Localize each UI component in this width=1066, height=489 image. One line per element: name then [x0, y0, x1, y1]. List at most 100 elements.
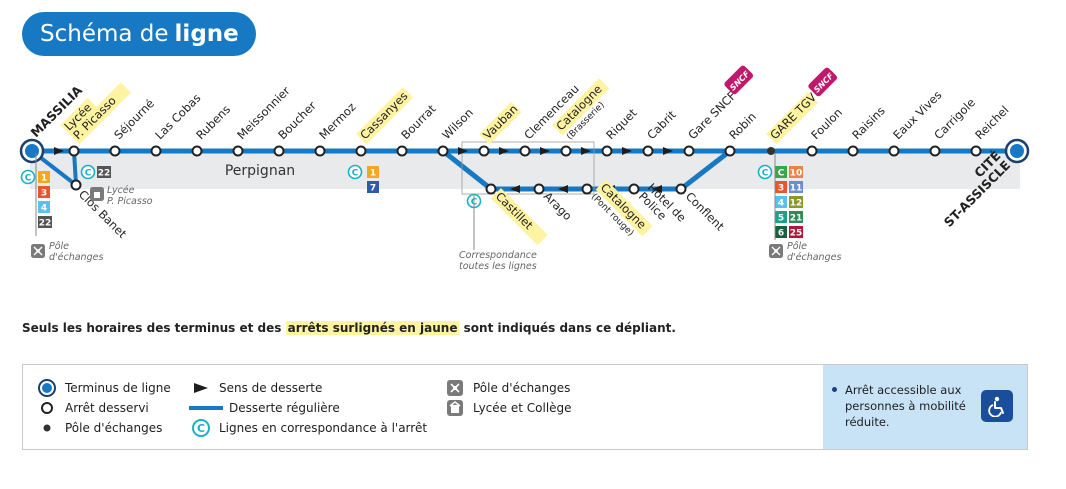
- stop-circle: [314, 145, 326, 157]
- line-badge: [775, 166, 787, 178]
- accessibility-panel: Arrêt accessible aux personnes à mobilit…: [823, 365, 1027, 449]
- stop-circle: [970, 145, 982, 157]
- highlight-mark: [69, 82, 132, 145]
- castillet-annotation: Correspondance: [459, 250, 537, 261]
- lycee-annotation: P. Picasso: [107, 196, 153, 207]
- direction-arrow: [581, 147, 591, 155]
- direction-arrow: [663, 147, 673, 155]
- stop-circle: [675, 183, 687, 195]
- stop-circle: [396, 145, 408, 157]
- stop-circle: [437, 145, 449, 157]
- note-prefix: Seuls les horaires des terminus et des: [22, 321, 282, 335]
- legend-stop-label: Arrêt desservi: [65, 401, 149, 415]
- stop-label: Vauban: [479, 102, 522, 145]
- clos-banet-link: [72, 150, 78, 186]
- stop-label-text: Bourrat: [398, 101, 439, 142]
- line-badge: [367, 166, 379, 178]
- direction-arrow: [540, 147, 550, 155]
- hub-icon-center: [36, 249, 40, 253]
- stop-circle: [888, 145, 900, 157]
- pole-annotation: d'échanges: [787, 252, 841, 263]
- highlight-mark: [552, 78, 610, 136]
- highlight-mark: [479, 101, 522, 145]
- wheelchair-icon: [981, 390, 1013, 422]
- castillet-annotation: toutes les lignes: [459, 261, 537, 272]
- stop-label-text: Mermoz: [316, 100, 358, 142]
- line-badge-text: 5: [778, 214, 784, 224]
- stop-circle: [560, 145, 572, 157]
- line-badge: [97, 166, 111, 178]
- line-badge-text: C: [778, 169, 785, 179]
- line-badge-text: 25: [790, 229, 803, 239]
- line-badge: [775, 181, 787, 193]
- line-badge-text: 6: [778, 229, 784, 239]
- stop-label-text: Riquet: [603, 105, 640, 142]
- line-badge-text: 4: [778, 199, 784, 209]
- legend-hub: Pôle d'échanges: [443, 379, 570, 397]
- line-badge-text: 1: [41, 174, 47, 184]
- stop-circle: [485, 183, 497, 195]
- line-badge: [367, 181, 379, 193]
- stop-label-text: Cabrit: [644, 107, 679, 142]
- note-suffix: sont indiqués dans ce dépliant.: [463, 321, 676, 335]
- line-badge: [38, 201, 50, 213]
- stop-label: Raisins: [849, 104, 888, 143]
- line-badge: [38, 216, 52, 228]
- legend-school: Lycée et Collège: [443, 399, 572, 417]
- accessibility-text: Arrêt accessible aux personnes à mobilit…: [845, 383, 966, 429]
- stop-circle: [478, 145, 490, 157]
- stop-circle: [150, 145, 162, 157]
- legend-terminus-label: Terminus de ligne: [65, 381, 171, 395]
- stop-label: Foulon: [808, 105, 845, 142]
- line-badge: [775, 226, 787, 238]
- stop-label-text: Foulon: [808, 105, 845, 142]
- correspondence-icon-letter: C: [352, 169, 359, 179]
- stop-label-text: Raisins: [849, 104, 888, 143]
- correspondence-frame: [461, 141, 595, 195]
- hub-icon: [443, 379, 467, 397]
- stop-circle: [533, 183, 545, 195]
- lycee-annotation: Lycée: [107, 185, 135, 196]
- correspondence-icon-letter: C: [25, 174, 32, 184]
- legend-terminus: Terminus de ligne: [35, 379, 171, 397]
- stop-label-bottom-text: Conflent: [683, 189, 728, 234]
- stops-group: [19, 138, 1030, 195]
- stop-label-text: Wilson: [439, 105, 476, 142]
- line-badge-text: 7: [370, 184, 376, 194]
- title-normal: Schéma de: [40, 21, 169, 47]
- pole-annotation: d'échanges: [49, 252, 103, 263]
- terminus-west-core: [25, 144, 39, 158]
- city-label: Perpignan: [225, 163, 295, 179]
- legend-direction-label: Sens de desserte: [219, 381, 323, 395]
- legend-stop: Arrêt desservi: [35, 399, 149, 417]
- stop-circle: [109, 145, 121, 157]
- correspondence-icon: [757, 164, 773, 180]
- stop-label: Cabrit: [644, 107, 679, 142]
- legend-regular-label: Desserte régulière: [229, 401, 340, 415]
- sncf-logo-tgv-bg: [808, 67, 838, 97]
- stop-label: Rubens: [193, 102, 233, 142]
- line-badge: [38, 171, 50, 183]
- stop-circle: [683, 145, 695, 157]
- stop-circle: [724, 145, 736, 157]
- stop-label: Riquet: [603, 105, 640, 142]
- stop-circle: [232, 145, 244, 157]
- line-badge-text: 21: [790, 214, 803, 224]
- stop-circle: [191, 145, 203, 157]
- line-badge: [775, 196, 787, 208]
- line-badge-text: 22: [98, 169, 111, 179]
- highlight-mark: [766, 92, 819, 145]
- legend-school-label: Lycée et Collège: [473, 401, 572, 415]
- stop-label: Mermoz: [316, 100, 358, 142]
- pole-annotation: Pôle: [49, 241, 69, 252]
- line-badge-text: 4: [41, 204, 47, 214]
- pole-dot-icon: [35, 419, 59, 437]
- direction-arrow: [54, 147, 64, 155]
- svg-text:C: C: [197, 422, 205, 435]
- terminus-east-core: [1010, 144, 1024, 158]
- line-badge-text: 10: [790, 169, 803, 179]
- legend-regular: Desserte régulière: [189, 399, 340, 417]
- school-icon: [443, 399, 467, 417]
- hub-icon-center: [774, 249, 778, 253]
